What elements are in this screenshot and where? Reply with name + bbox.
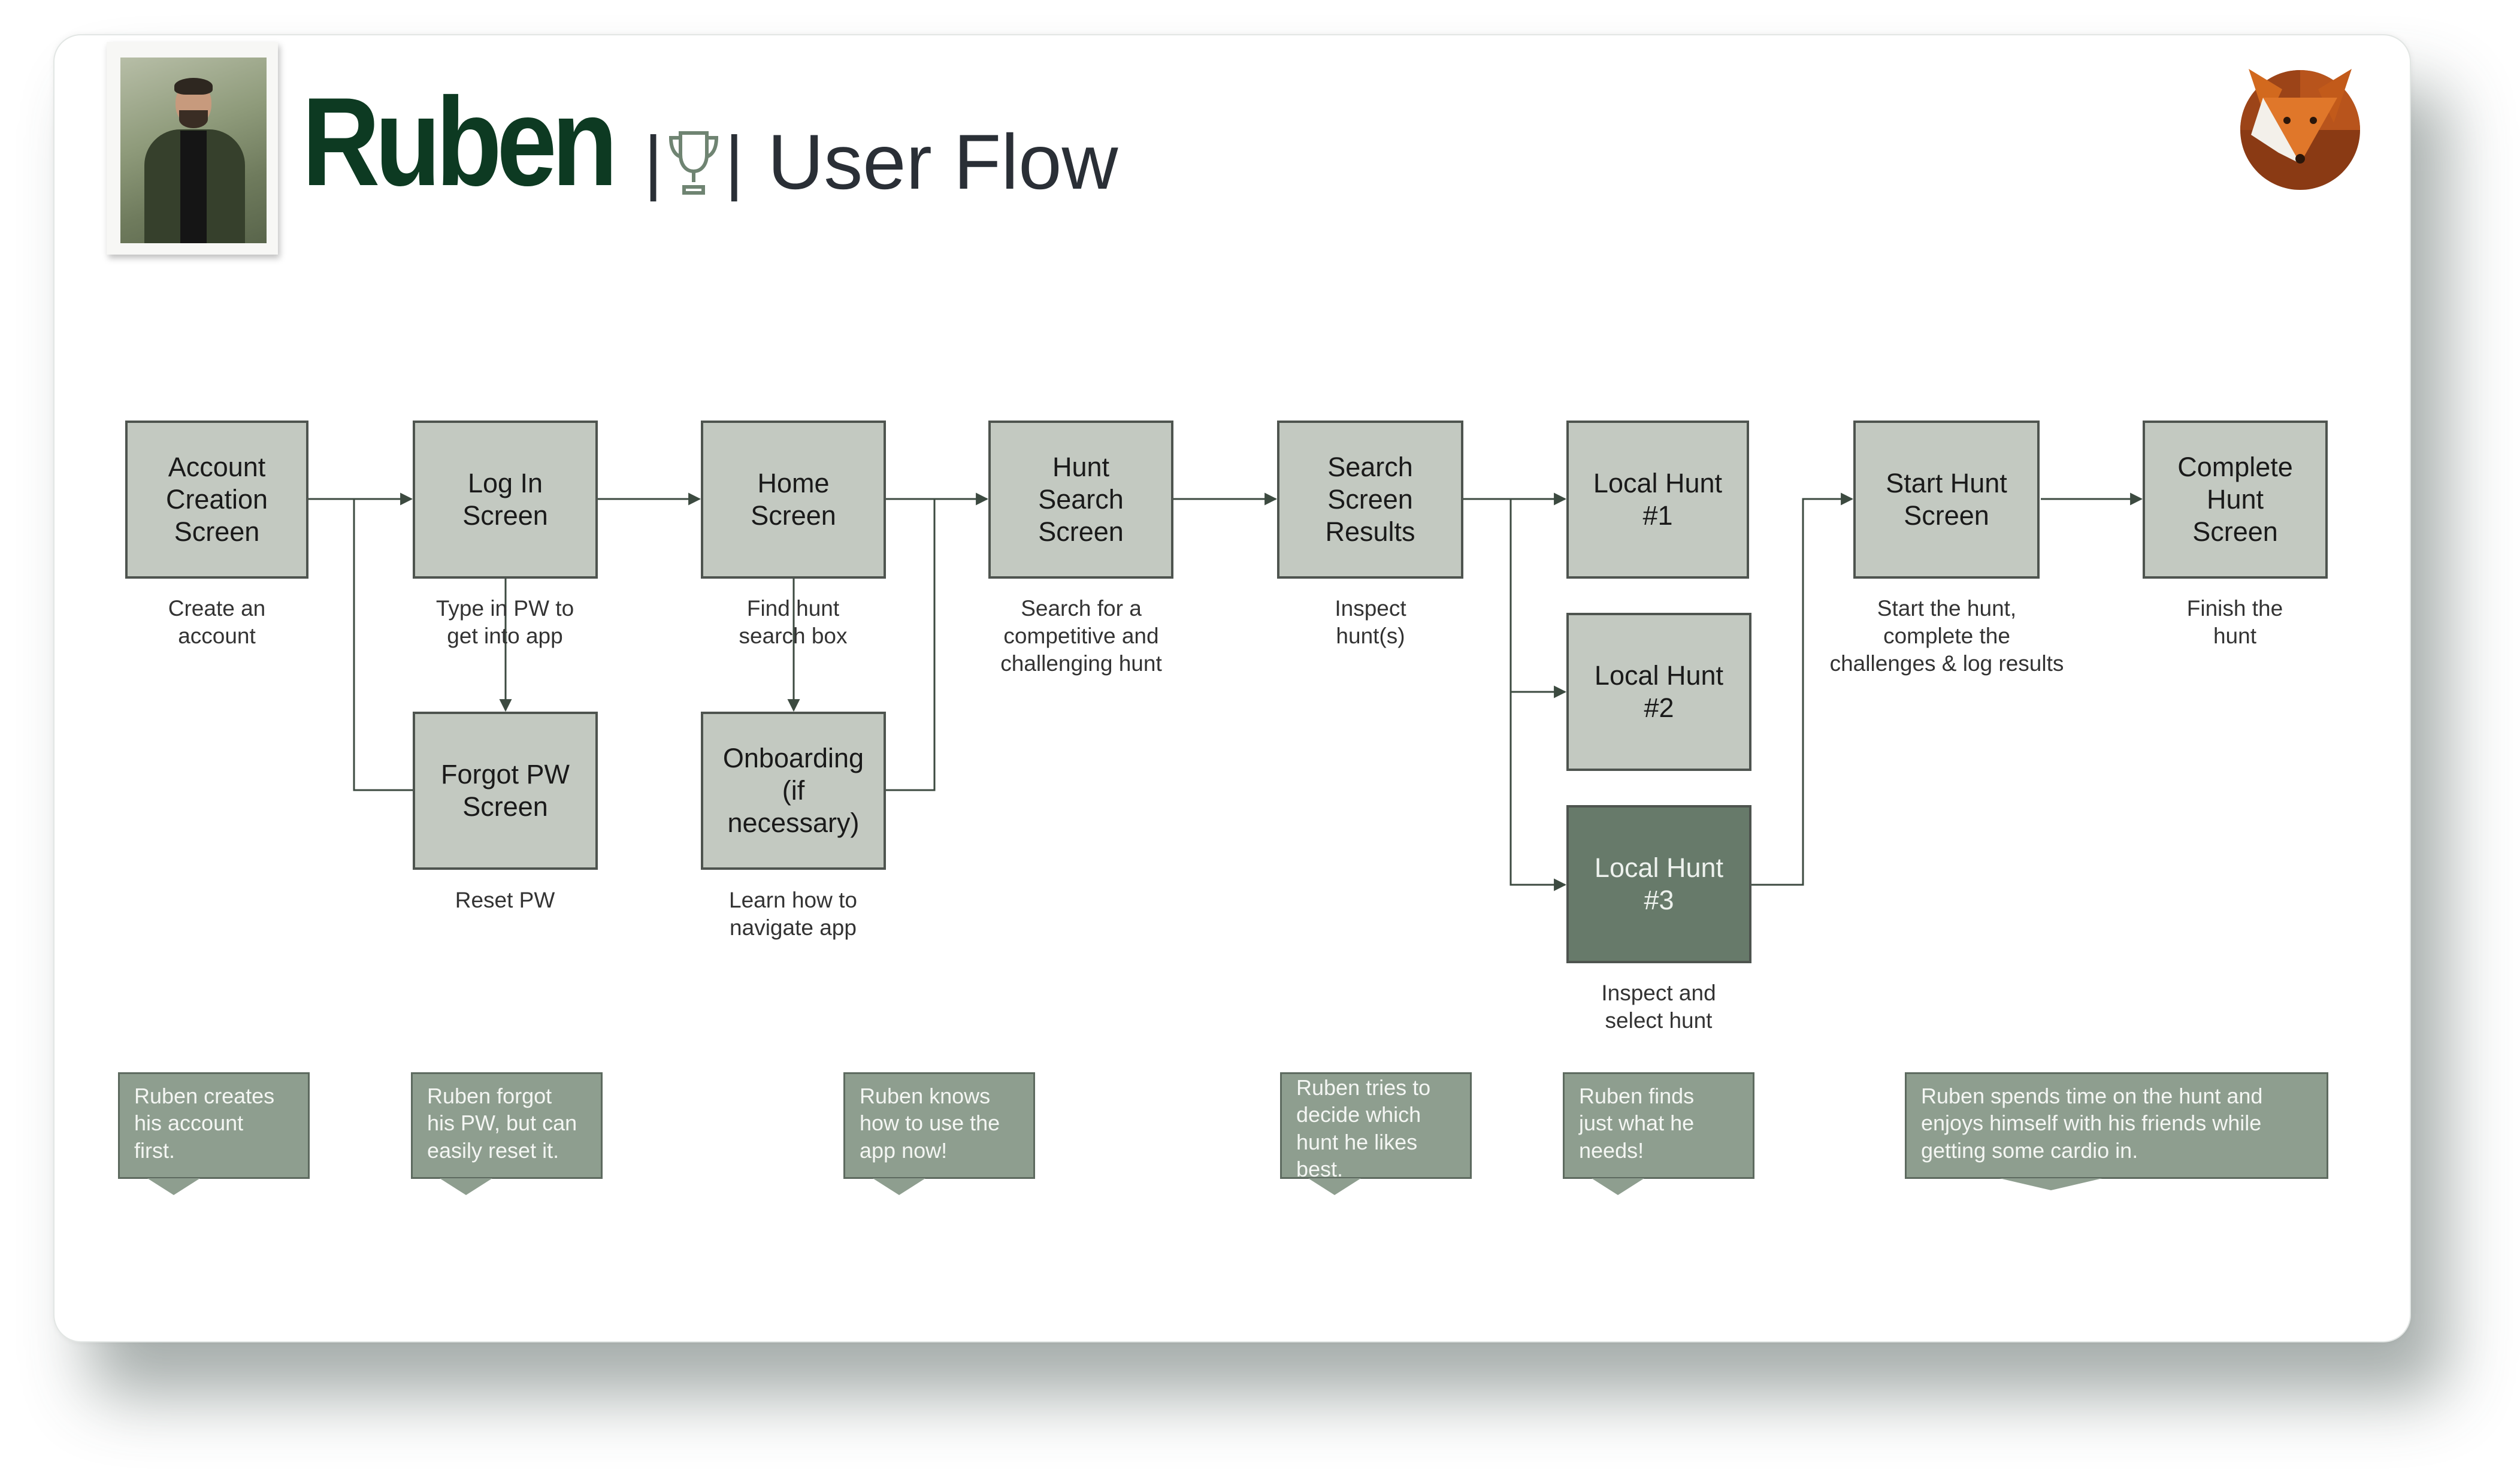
note-ruben-creates-account: Ruben creates his account first. [118,1072,310,1179]
note-pointer [147,1178,200,1195]
search-screen-results-box: Search Screen Results [1277,421,1463,579]
title-group: | | User Flow [644,123,1118,201]
note-ruben-spends-time: Ruben spends time on the hunt and enjoys… [1905,1072,2328,1179]
forgot-pw-screen-box: Forgot PW Screen [413,712,598,870]
home-screen-box: Home Screen [701,421,886,579]
caption-find-hunt: Find hunt search box [739,596,848,648]
note-ruben-forgot-pw: Ruben forgot his PW, but can easily rese… [411,1072,603,1179]
caption-start-hunt: Start the hunt, complete the challenges … [1829,596,2064,676]
account-creation-screen-box: Account Creation Screen [125,421,308,579]
local-hunt-3-box: Local Hunt #3 [1566,805,1751,963]
profile-photo-frame [107,42,278,255]
title-separator-left: | [644,122,663,202]
fox-logo-icon [2240,69,2360,190]
page-title: User Flow [767,118,1118,205]
local-hunt-1-box: Local Hunt #1 [1566,421,1749,579]
note-ruben-knows-app: Ruben knows how to use the app now! [843,1072,1035,1179]
caption-inspect-select: Inspect and select hunt [1601,981,1716,1033]
note-pointer [873,1178,925,1195]
caption-search-hunt: Search for a competitive and challenging… [1000,596,1162,676]
caption-inspect-hunts: Inspect hunt(s) [1335,596,1406,648]
title-separator-right: | [725,122,744,202]
local-hunt-2-box: Local Hunt #2 [1566,613,1751,771]
start-hunt-screen-box: Start Hunt Screen [1853,421,2040,579]
profile-photo [120,58,267,243]
note-pointer [1999,1178,2102,1190]
caption-create-account: Create an account [168,596,266,648]
caption-reset-pw: Reset PW [455,888,555,912]
caption-learn-navigate: Learn how to navigate app [729,888,857,940]
caption-finish-hunt: Finish the hunt [2186,596,2283,648]
onboarding-box: Onboarding (if necessary) [701,712,886,870]
note-ruben-finds-needs: Ruben finds just what he needs! [1563,1072,1754,1179]
log-in-screen-box: Log In Screen [413,421,598,579]
trophy-icon [669,131,719,195]
note-ruben-decides-hunt: Ruben tries to decide which hunt he like… [1280,1072,1472,1179]
note-pointer [1592,1178,1644,1195]
complete-hunt-screen-box: Complete Hunt Screen [2143,421,2328,579]
note-pointer [440,1178,492,1195]
caption-type-pw: Type in PW to get into app [435,596,574,648]
hunt-search-screen-box: Hunt Search Screen [988,421,1173,579]
persona-name: Ruben [302,71,618,212]
note-pointer [1308,1178,1361,1195]
